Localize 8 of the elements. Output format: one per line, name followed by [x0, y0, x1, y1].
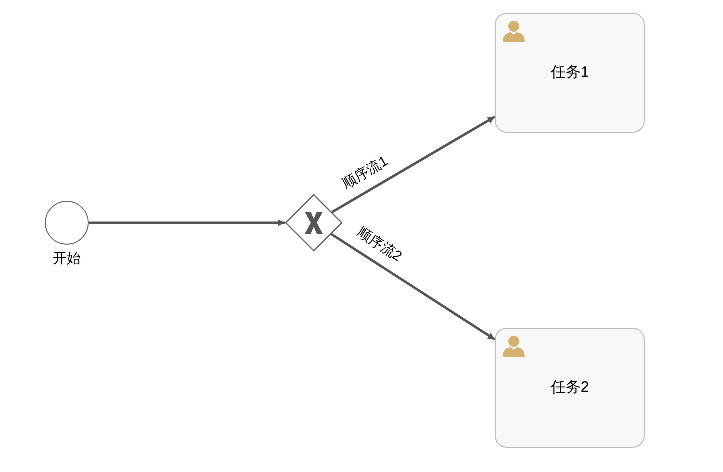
sequence-flow-arrow: [89, 220, 285, 226]
user-task-box: [495, 328, 645, 448]
node-caption: 开始: [53, 249, 81, 268]
sequence-flow-arrow: [332, 116, 496, 214]
task-label: 任务1: [550, 62, 590, 83]
sequence-flow-arrow: [330, 233, 496, 341]
task-label: 任务2: [550, 378, 590, 398]
user-task-box: [495, 13, 645, 133]
